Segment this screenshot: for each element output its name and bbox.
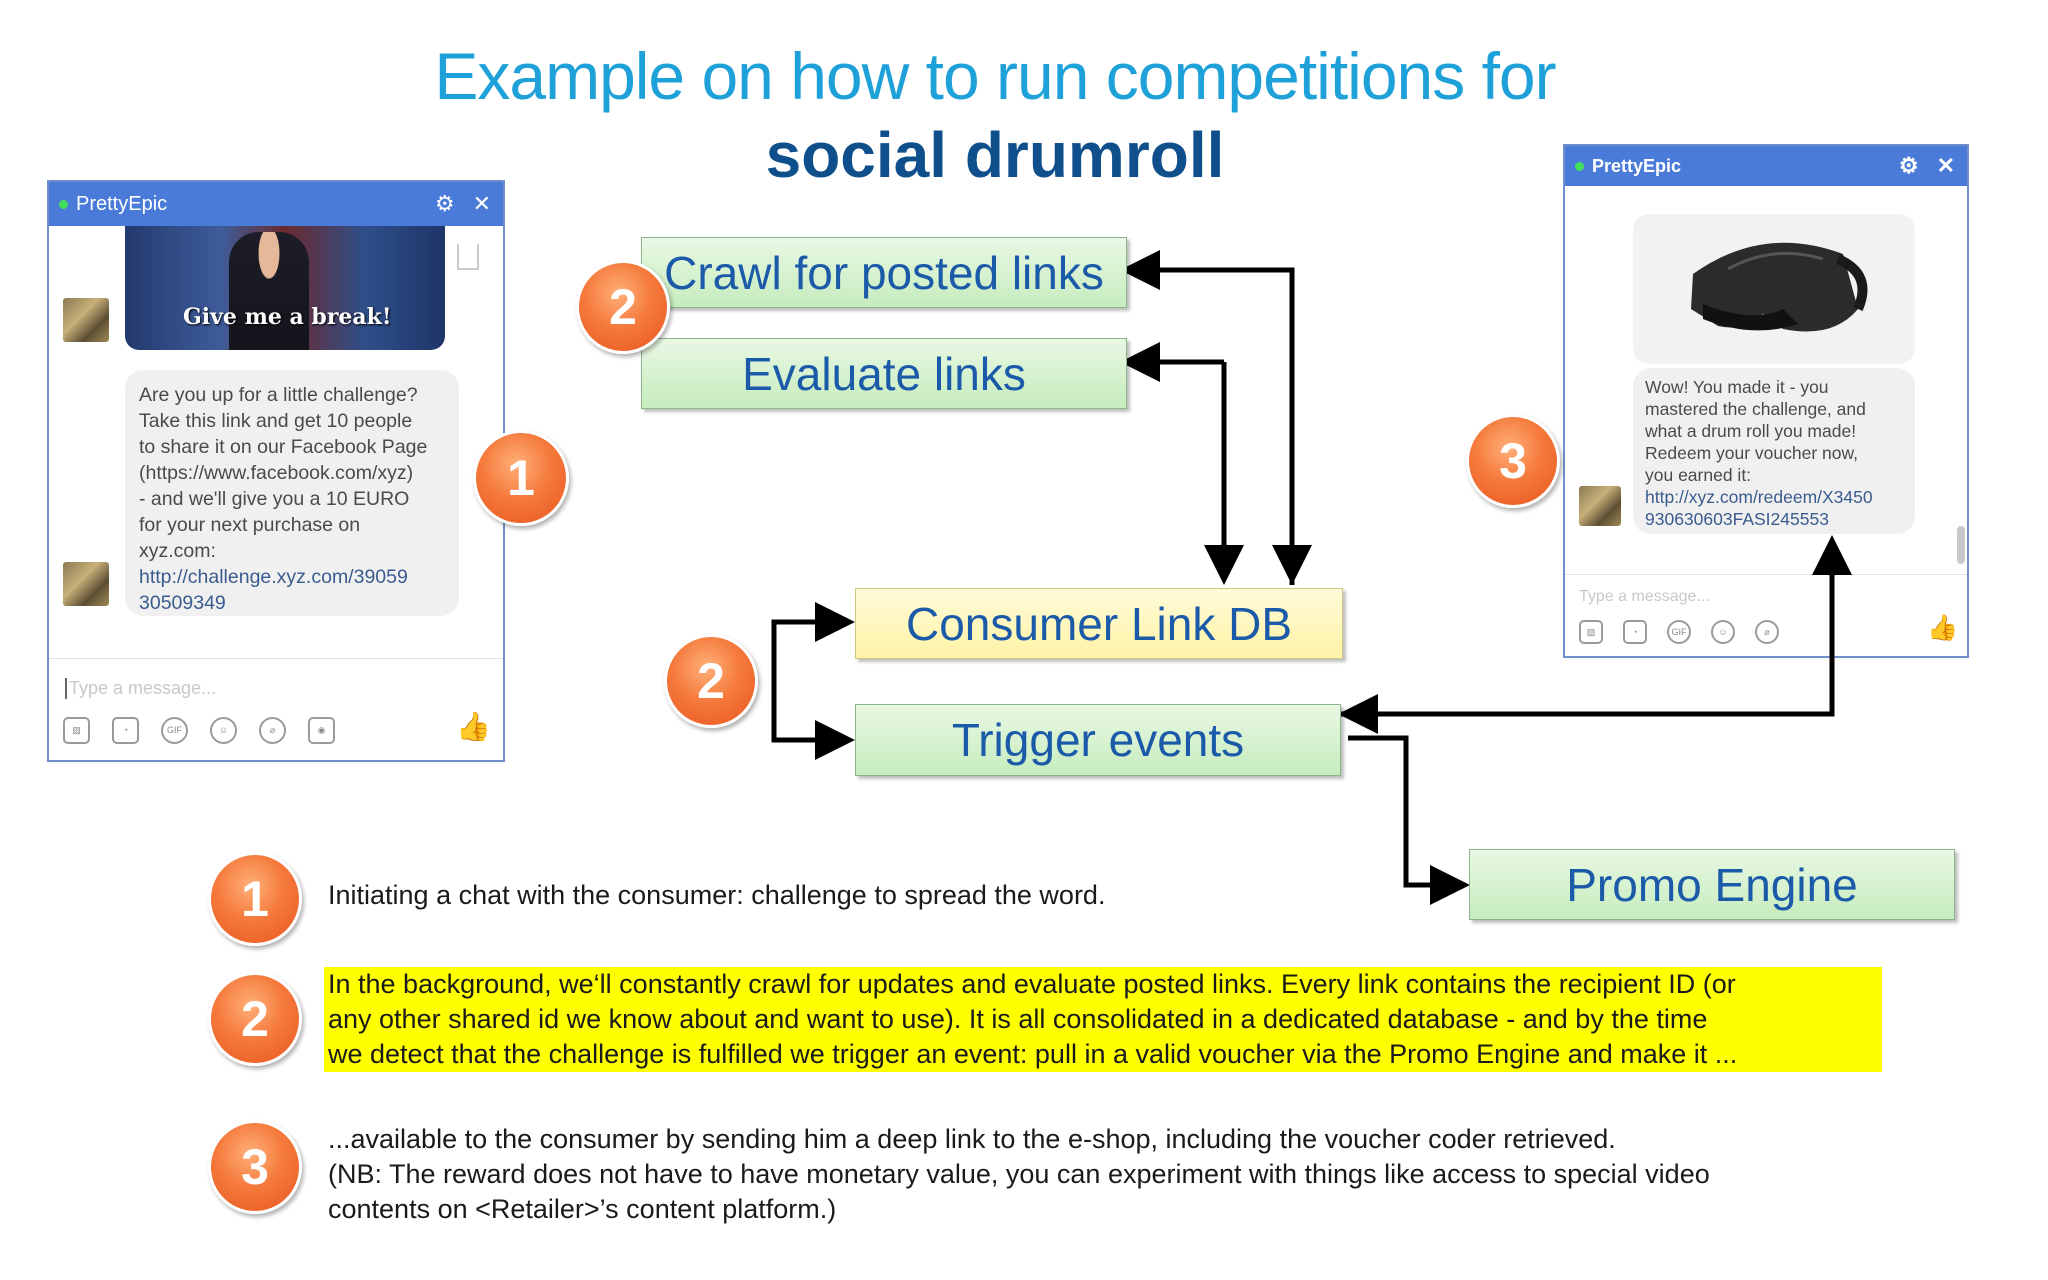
image-icon[interactable]: ▨ (1579, 620, 1603, 644)
chat-window-left: PrettyEpic ⚙ ✕ Give me a break! Are you … (47, 180, 505, 762)
box-evaluate-links: Evaluate links (641, 338, 1127, 409)
message-line: (https://www.facebook.com/xyz) (139, 462, 414, 484)
note-text-2: In the background, we‘ll constantly craw… (324, 967, 1882, 1072)
box-crawl-links: Crawl for posted links (641, 237, 1127, 308)
online-status-icon (59, 199, 68, 209)
arrow-db-crawl (1120, 250, 1295, 585)
divider (1565, 574, 1967, 575)
note-line: In the background, we‘ll constantly craw… (328, 969, 1736, 999)
chat-window-right: PrettyEpic ⚙ ✕ Wow! You made it - you ma… (1563, 144, 1969, 658)
chat-header: PrettyEpic ⚙ ✕ (1565, 146, 1967, 186)
scrollbar[interactable] (1957, 526, 1965, 564)
image-bubble[interactable] (1633, 214, 1915, 364)
note-badge-1: 1 (208, 852, 302, 946)
note-line: (NB: The reward does not have to have mo… (328, 1159, 1710, 1189)
chat-contact-name: PrettyEpic (1592, 155, 1682, 176)
arrow-trigger-promo (1348, 735, 1470, 905)
share-icon[interactable] (457, 244, 479, 270)
message-line: Wow! You made it - you (1645, 377, 1829, 397)
message-line: xyz.com: (139, 540, 216, 562)
gif-icon[interactable]: GIF (1667, 620, 1691, 644)
box-trigger-events: Trigger events (855, 704, 1341, 776)
close-icon[interactable]: ✕ (472, 191, 491, 216)
divider (49, 658, 503, 659)
like-icon[interactable]: 👍 (456, 711, 491, 742)
speaker-figure (229, 232, 309, 350)
video-thumbnail[interactable]: Give me a break! (125, 226, 445, 350)
redeem-link-cont[interactable]: 930630603FASI245553 (1645, 509, 1829, 529)
message-line: Take this link and get 10 people (139, 410, 413, 432)
message-bubble: Are you up for a little challenge? Take … (125, 370, 459, 616)
message-line: Redeem your voucher now, (1645, 443, 1859, 463)
message-line: Are you up for a little challenge? (139, 384, 418, 406)
attachment-icon[interactable]: ⌀ (1755, 620, 1779, 644)
message-line: - and we'll give you a 10 EURO (139, 488, 410, 510)
chat-toolbar: ▨ ◔ GIF ☺ ⌀ (1579, 620, 1779, 644)
sticker-icon[interactable]: ◔ (1623, 620, 1647, 644)
page-subtitle: social drumroll (765, 119, 1225, 191)
video-caption: Give me a break! (183, 304, 392, 330)
note-badge-2: 2 (208, 972, 302, 1066)
emoji-icon[interactable]: ☺ (1711, 620, 1735, 644)
challenge-link[interactable]: http://challenge.xyz.com/39059 (139, 566, 408, 588)
badge-step-2-crawl: 2 (576, 260, 670, 354)
chat-toolbar: ▨ ◔ GIF ☺ ⌀ ◉ (63, 717, 335, 744)
sticker-icon[interactable]: ◔ (112, 717, 139, 744)
avatar (1579, 486, 1621, 526)
message-line: to share it on our Facebook Page (139, 436, 428, 458)
message-line: for your next purchase on (139, 514, 361, 536)
note-text-1: Initiating a chat with the consumer: cha… (328, 880, 1106, 910)
arrow-db-trigger-left (771, 602, 855, 740)
message-input[interactable]: Type a message... (65, 678, 216, 699)
badge-step-1: 1 (473, 430, 569, 526)
page-title: Example on how to run competitions for (434, 39, 1556, 113)
message-bubble: Wow! You made it - you mastered the chal… (1633, 368, 1915, 534)
close-icon[interactable]: ✕ (1936, 153, 1955, 178)
note-text-3: ...available to the consumer by sending … (328, 1122, 1710, 1227)
note-line: ...available to the consumer by sending … (328, 1124, 1616, 1154)
note-line: we detect that the challenge is fulfille… (328, 1039, 1738, 1069)
message-input[interactable]: Type a message... (1579, 588, 1710, 605)
message-line: you earned it: (1645, 465, 1752, 485)
chat-header: PrettyEpic ⚙ ✕ (49, 182, 503, 226)
arrow-trigger-from-db (771, 622, 855, 760)
box-promo-engine: Promo Engine (1469, 849, 1955, 920)
avatar (63, 562, 109, 606)
chat-contact-name: PrettyEpic (76, 192, 168, 215)
gear-icon[interactable]: ⚙ (1898, 153, 1919, 178)
avatar (63, 298, 109, 342)
box-consumer-link-db: Consumer Link DB (855, 588, 1343, 659)
note-line: contents on <Retailer>’s content platfor… (328, 1194, 837, 1224)
challenge-link-cont[interactable]: 30509349 (139, 592, 226, 614)
badge-step-3: 3 (1466, 414, 1560, 508)
redeem-link[interactable]: http://xyz.com/redeem/X3450 (1645, 487, 1873, 507)
attachment-icon[interactable]: ⌀ (259, 717, 286, 744)
note-badge-3: 3 (208, 1120, 302, 1214)
arrow-trigger-chat (1340, 535, 1852, 717)
message-line: mastered the challenge, and (1645, 399, 1866, 419)
image-icon[interactable]: ▨ (63, 717, 90, 744)
message-line: what a drum roll you made! (1645, 421, 1857, 441)
online-status-icon (1575, 161, 1584, 171)
badge-step-2-trigger: 2 (664, 634, 758, 728)
camera-icon[interactable]: ◉ (308, 717, 335, 744)
emoji-icon[interactable]: ☺ (210, 717, 237, 744)
vr-headset-image (1691, 242, 1868, 332)
gear-icon[interactable]: ⚙ (434, 191, 455, 216)
note-line: any other shared id we know about and wa… (328, 1004, 1708, 1034)
gif-icon[interactable]: GIF (161, 717, 188, 744)
like-icon[interactable]: 👍 (1927, 614, 1959, 642)
